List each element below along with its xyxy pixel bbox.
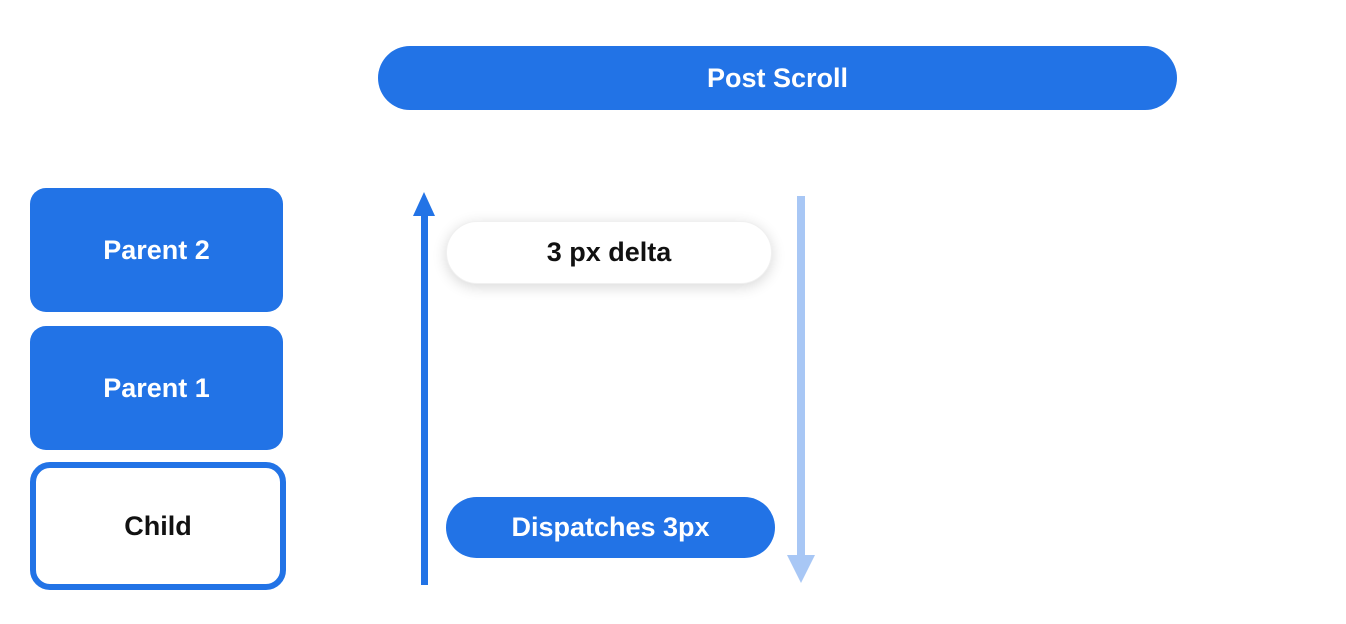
down-arrow-head (787, 555, 815, 583)
delta-label: 3 px delta (546, 237, 672, 267)
node-parent-2: Parent 2 (30, 188, 283, 312)
down-arrow-shaft (797, 196, 805, 556)
node-parent-2-label: Parent 2 (103, 234, 210, 265)
node-child-label: Child (124, 510, 192, 541)
post-scroll-header: Post Scroll (378, 46, 1177, 110)
dispatch-label: Dispatches 3px (511, 512, 710, 542)
delta-pill: 3 px delta (446, 221, 772, 284)
post-scroll-label: Post Scroll (706, 62, 849, 93)
up-arrow-shaft (421, 213, 428, 585)
up-arrow-head (413, 192, 435, 216)
dispatch-pill: Dispatches 3px (446, 497, 775, 558)
node-parent-1: Parent 1 (30, 326, 283, 450)
node-parent-1-label: Parent 1 (103, 372, 210, 403)
node-child: Child (30, 462, 286, 590)
